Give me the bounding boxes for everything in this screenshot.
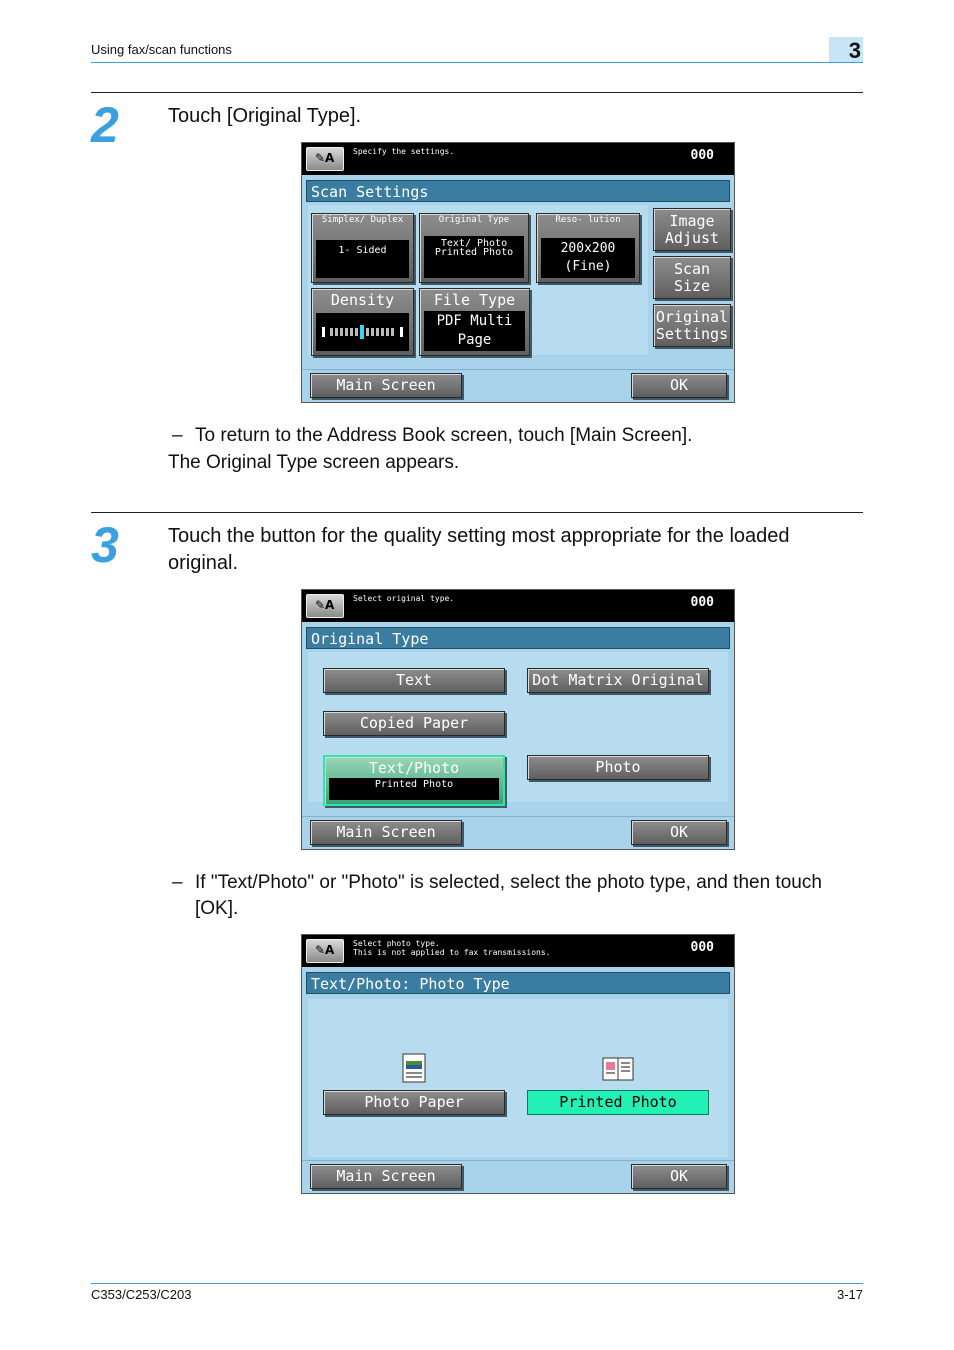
image-adjust-button[interactable]: Image Adjust	[653, 208, 731, 251]
step-result: The Original Type screen appears.	[168, 452, 460, 473]
text-button[interactable]: Text	[323, 668, 505, 693]
dot-matrix-original-button[interactable]: Dot Matrix Original	[527, 668, 709, 693]
original-type-button[interactable]: Original Type Text/ Photo Printed Photo	[419, 213, 529, 283]
screen-title: Scan Settings	[306, 180, 730, 202]
text-photo-button[interactable]: Text/Photo Printed Photo	[323, 755, 505, 806]
text-photo-subtype: Printed Photo	[329, 778, 499, 800]
scan-mode-icon[interactable]: ✎A	[306, 594, 344, 618]
screen-body: Scan Settings Simplex/ Duplex 1- Sided O…	[302, 175, 734, 402]
copied-paper-button[interactable]: Copied Paper	[323, 711, 505, 736]
screen-prompt: Select photo type. This is not applied t…	[353, 939, 550, 957]
photo-type-screen: ✎A Select photo type. This is not applie…	[301, 934, 735, 1194]
original-type-screen: ✎A Select original type. 000 Original Ty…	[301, 589, 735, 850]
step-number: 3	[91, 517, 119, 573]
step-instruction: Touch [Original Type].	[168, 105, 362, 127]
simplex-duplex-button[interactable]: Simplex/ Duplex 1- Sided	[311, 213, 414, 283]
simplex-value: 1- Sided	[316, 240, 409, 278]
printed-photo-button[interactable]: Printed Photo	[527, 1090, 709, 1115]
footer-rule	[91, 1283, 863, 1284]
scan-size-button[interactable]: Scan Size	[653, 256, 731, 299]
original-type-value: Text/ Photo Printed Photo	[424, 236, 524, 278]
main-screen-button[interactable]: Main Screen	[310, 1164, 462, 1189]
main-screen-button[interactable]: Main Screen	[310, 373, 462, 398]
file-type-button[interactable]: File Type PDF Multi Page	[419, 288, 530, 356]
job-counter: 000	[690, 940, 714, 955]
screen-prompt: Select original type.	[353, 594, 455, 603]
options-group	[308, 999, 728, 1157]
original-settings-button[interactable]: Original Settings	[653, 304, 731, 347]
running-header: Using fax/scan functions	[91, 42, 232, 57]
footer-model: C353/C253/C203	[91, 1287, 192, 1302]
screen-prompt: Specify the settings.	[353, 147, 455, 156]
density-slider	[316, 313, 409, 351]
ok-button[interactable]: OK	[631, 820, 727, 845]
scan-mode-icon[interactable]: ✎A	[306, 147, 344, 171]
step-number: 2	[91, 97, 119, 153]
header-rule	[91, 62, 863, 63]
job-counter: 000	[690, 595, 714, 610]
step-instruction: Touch the button for the quality setting…	[168, 525, 790, 574]
screen-footer: Main Screen OK	[302, 1160, 734, 1193]
resolution-value: 200x200 (Fine)	[541, 238, 635, 278]
photo-paper-button[interactable]: Photo Paper	[323, 1090, 505, 1115]
screen-body: Original Type Text Dot Matrix Original C…	[302, 622, 734, 849]
prompt-line: This is not applied to fax transmissions…	[353, 948, 551, 957]
status-bar: ✎A Specify the settings. 000	[302, 143, 734, 175]
screen-title: Original Type	[306, 627, 730, 649]
density-button[interactable]: Density	[311, 288, 414, 356]
density-scale-icon	[321, 325, 403, 339]
screen-title: Text/Photo: Photo Type	[306, 972, 730, 994]
ok-button[interactable]: OK	[631, 373, 727, 398]
prompt-line: Select photo type.	[353, 939, 440, 948]
screen-footer: Main Screen OK	[302, 369, 734, 402]
photo-button[interactable]: Photo	[527, 755, 709, 780]
printed-photo-icon	[602, 1057, 634, 1081]
chapter-number: 3	[848, 38, 861, 63]
step-separator	[91, 92, 863, 93]
status-bar: ✎A Select photo type. This is not applie…	[302, 935, 734, 967]
job-counter: 000	[690, 148, 714, 163]
status-bar: ✎A Select original type. 000	[302, 590, 734, 622]
screen-footer: Main Screen OK	[302, 816, 734, 849]
step-separator	[91, 512, 863, 513]
main-screen-button[interactable]: Main Screen	[310, 820, 462, 845]
resolution-button[interactable]: Reso- lution 200x200 (Fine)	[536, 213, 640, 283]
photo-paper-icon	[402, 1053, 426, 1083]
chapter-tab	[829, 37, 863, 62]
page-number: 3-17	[836, 1287, 863, 1302]
scan-mode-icon[interactable]: ✎A	[306, 939, 344, 963]
scan-settings-screen: ✎A Specify the settings. 000 Scan Settin…	[301, 142, 735, 403]
screen-body: Text/Photo: Photo Type Photo Paper Print…	[302, 967, 734, 1193]
ok-button[interactable]: OK	[631, 1164, 727, 1189]
file-type-value: PDF Multi Page	[424, 311, 525, 351]
